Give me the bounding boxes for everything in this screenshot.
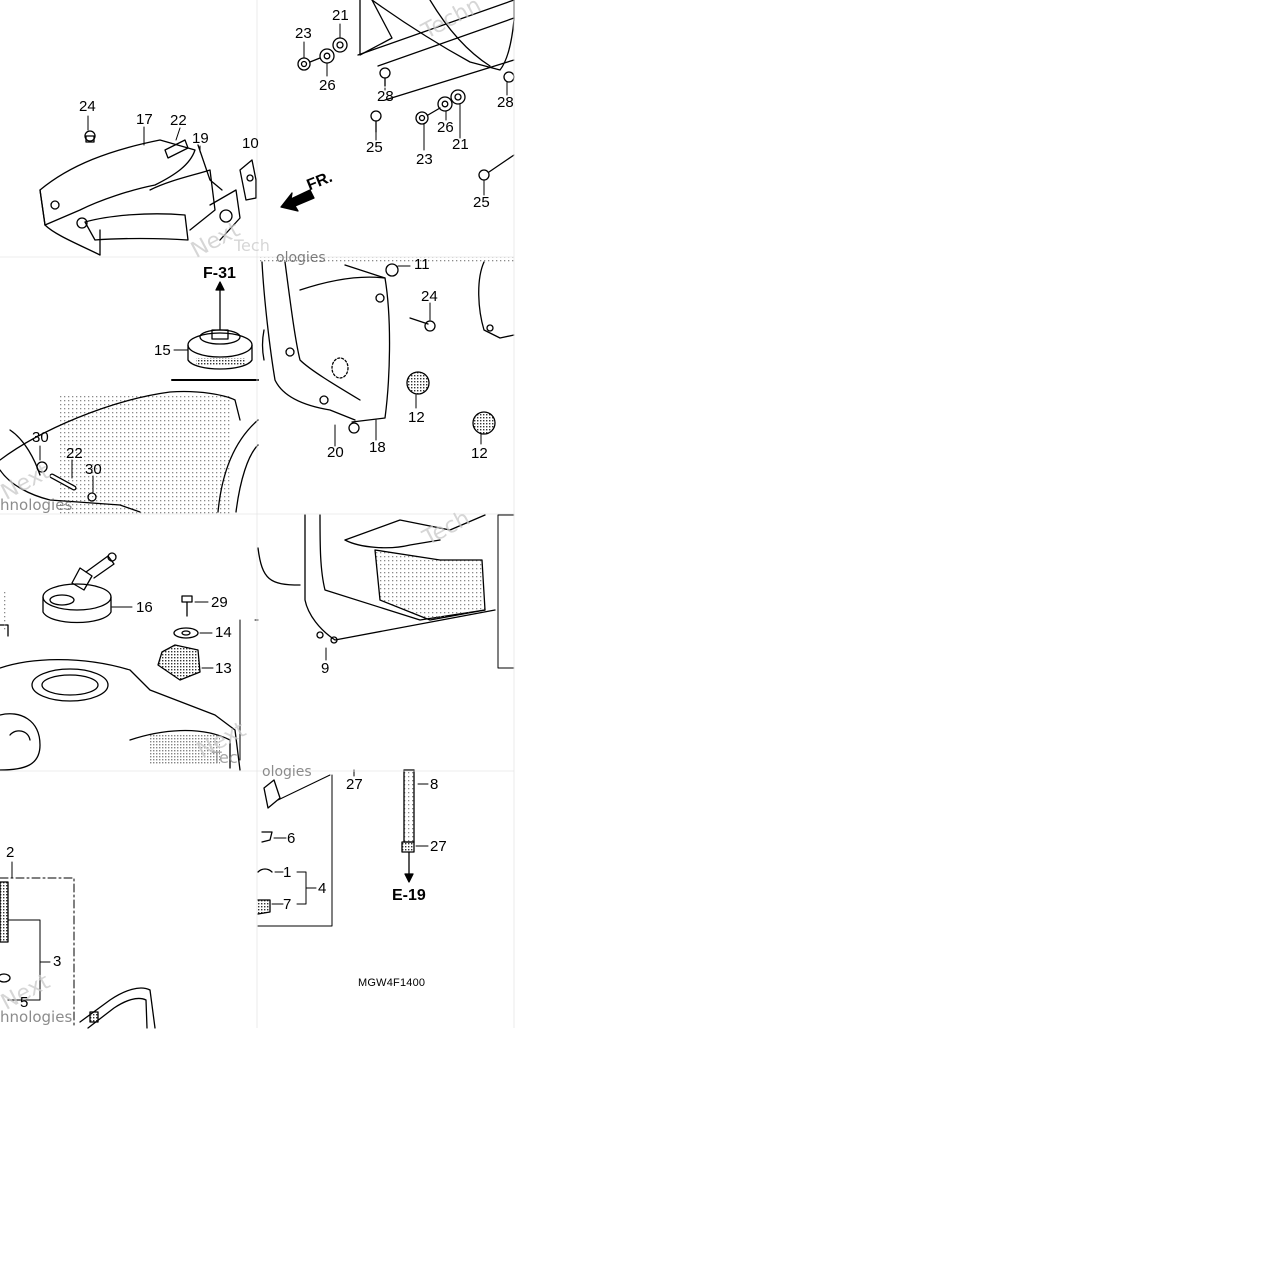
callout-20: 20 xyxy=(327,444,344,461)
leaders-top-left xyxy=(143,126,201,153)
washer-26-upper xyxy=(319,48,335,64)
bolt-24-mid xyxy=(409,302,436,332)
tube-22-lower xyxy=(49,459,77,491)
callout-4: 4 xyxy=(318,880,327,897)
callout-2: 2 xyxy=(6,844,15,861)
callout-5: 5 xyxy=(20,994,29,1011)
watermark-fragment: ologies xyxy=(276,250,326,266)
tile-seams xyxy=(0,0,515,1028)
bolt-29 xyxy=(181,595,209,617)
grommet-12-left xyxy=(406,371,430,409)
callout-9: 9 xyxy=(321,660,330,677)
callout-18: 18 xyxy=(369,439,386,456)
watermark-fragment: Tec xyxy=(212,748,238,767)
callout-25: 25 xyxy=(473,194,490,211)
screw-28-right xyxy=(503,71,515,83)
upper-cover-group xyxy=(357,0,515,71)
callout-10: 10 xyxy=(242,135,259,152)
callout-7: 7 xyxy=(283,896,292,913)
washer-26-lower xyxy=(437,96,453,112)
cap-16 xyxy=(42,552,133,624)
bracket-10 xyxy=(209,159,257,241)
frame-bracket-right xyxy=(497,514,515,669)
callout-28: 28 xyxy=(497,94,514,111)
callout-29: 29 xyxy=(211,594,228,611)
clip-19 xyxy=(197,144,223,191)
callout-6: 6 xyxy=(287,830,296,847)
nut-21-upper xyxy=(332,37,348,53)
bolt-23-upper xyxy=(297,57,321,71)
callout-12: 12 xyxy=(471,445,488,462)
clamp-30-left xyxy=(36,445,48,473)
watermark-fragment: hnologies xyxy=(0,1008,73,1026)
reference-e19: E-19 xyxy=(392,887,426,904)
callout-30: 30 xyxy=(32,429,49,446)
callout-23: 23 xyxy=(416,151,433,168)
bolt-24-left xyxy=(84,115,96,143)
callout-21: 21 xyxy=(332,7,349,24)
callout-26: 26 xyxy=(319,77,336,94)
panel-9 xyxy=(257,514,496,661)
callout-13: 13 xyxy=(215,660,232,677)
clip-22-top xyxy=(164,139,189,159)
callout-19: 19 xyxy=(192,130,209,147)
watermark-fragment: ologies xyxy=(262,764,312,780)
clip-27-lower xyxy=(401,841,429,883)
inner-cover-18 xyxy=(261,261,391,447)
callout-15: 15 xyxy=(154,342,171,359)
diagram-code: MGW4F1400 xyxy=(358,977,426,989)
callout-21: 21 xyxy=(452,136,469,153)
nut-21-lower xyxy=(450,89,466,105)
washer-14 xyxy=(173,627,213,639)
frame-bracket-left xyxy=(239,619,259,761)
screw-28-upper xyxy=(379,67,391,87)
side-panel-right xyxy=(478,261,515,339)
grommet-12-right xyxy=(472,411,496,445)
watermark-fragment: hnologies xyxy=(0,496,73,514)
tube-8 xyxy=(403,769,429,843)
bolt-23-lower xyxy=(415,107,441,125)
callout-11: 11 xyxy=(414,256,430,273)
fuel-cap-15 xyxy=(173,281,253,370)
callout-16: 16 xyxy=(136,599,153,616)
callout-14: 14 xyxy=(215,624,232,641)
callout-28: 28 xyxy=(377,88,394,105)
callout-3: 3 xyxy=(53,953,62,970)
watermark-fragment: Tech xyxy=(234,236,270,255)
seam-stipple xyxy=(258,257,514,263)
front-arrow xyxy=(280,189,315,212)
breather-tube-2 xyxy=(0,861,156,1029)
callout-23: 23 xyxy=(295,25,312,42)
reference-f31: F-31 xyxy=(203,265,236,282)
callout-26: 26 xyxy=(437,119,454,136)
callout-22: 22 xyxy=(66,445,83,462)
callout-22: 22 xyxy=(170,112,187,129)
bracket-13 xyxy=(157,644,214,681)
callout-27: 27 xyxy=(430,838,447,855)
screw-25-mid xyxy=(370,110,382,133)
tank-upper xyxy=(0,590,241,771)
side-cover-17 xyxy=(39,139,216,256)
callout-24: 24 xyxy=(79,98,96,115)
callout-12: 12 xyxy=(408,409,425,426)
leaders-upper xyxy=(303,23,508,196)
callout-8: 8 xyxy=(430,776,439,793)
callout-24: 24 xyxy=(421,288,438,305)
callout-1: 1 xyxy=(283,864,292,881)
fuel-tank-lower xyxy=(0,379,259,515)
screw-25-lower xyxy=(478,154,515,181)
callout-30: 30 xyxy=(85,461,102,478)
clamp-30-right xyxy=(87,475,97,502)
callout-17: 17 xyxy=(136,111,153,128)
bolt-11 xyxy=(385,263,411,277)
valve-assembly-4 xyxy=(257,769,355,927)
callout-25: 25 xyxy=(366,139,383,156)
callout-27: 27 xyxy=(346,776,363,793)
